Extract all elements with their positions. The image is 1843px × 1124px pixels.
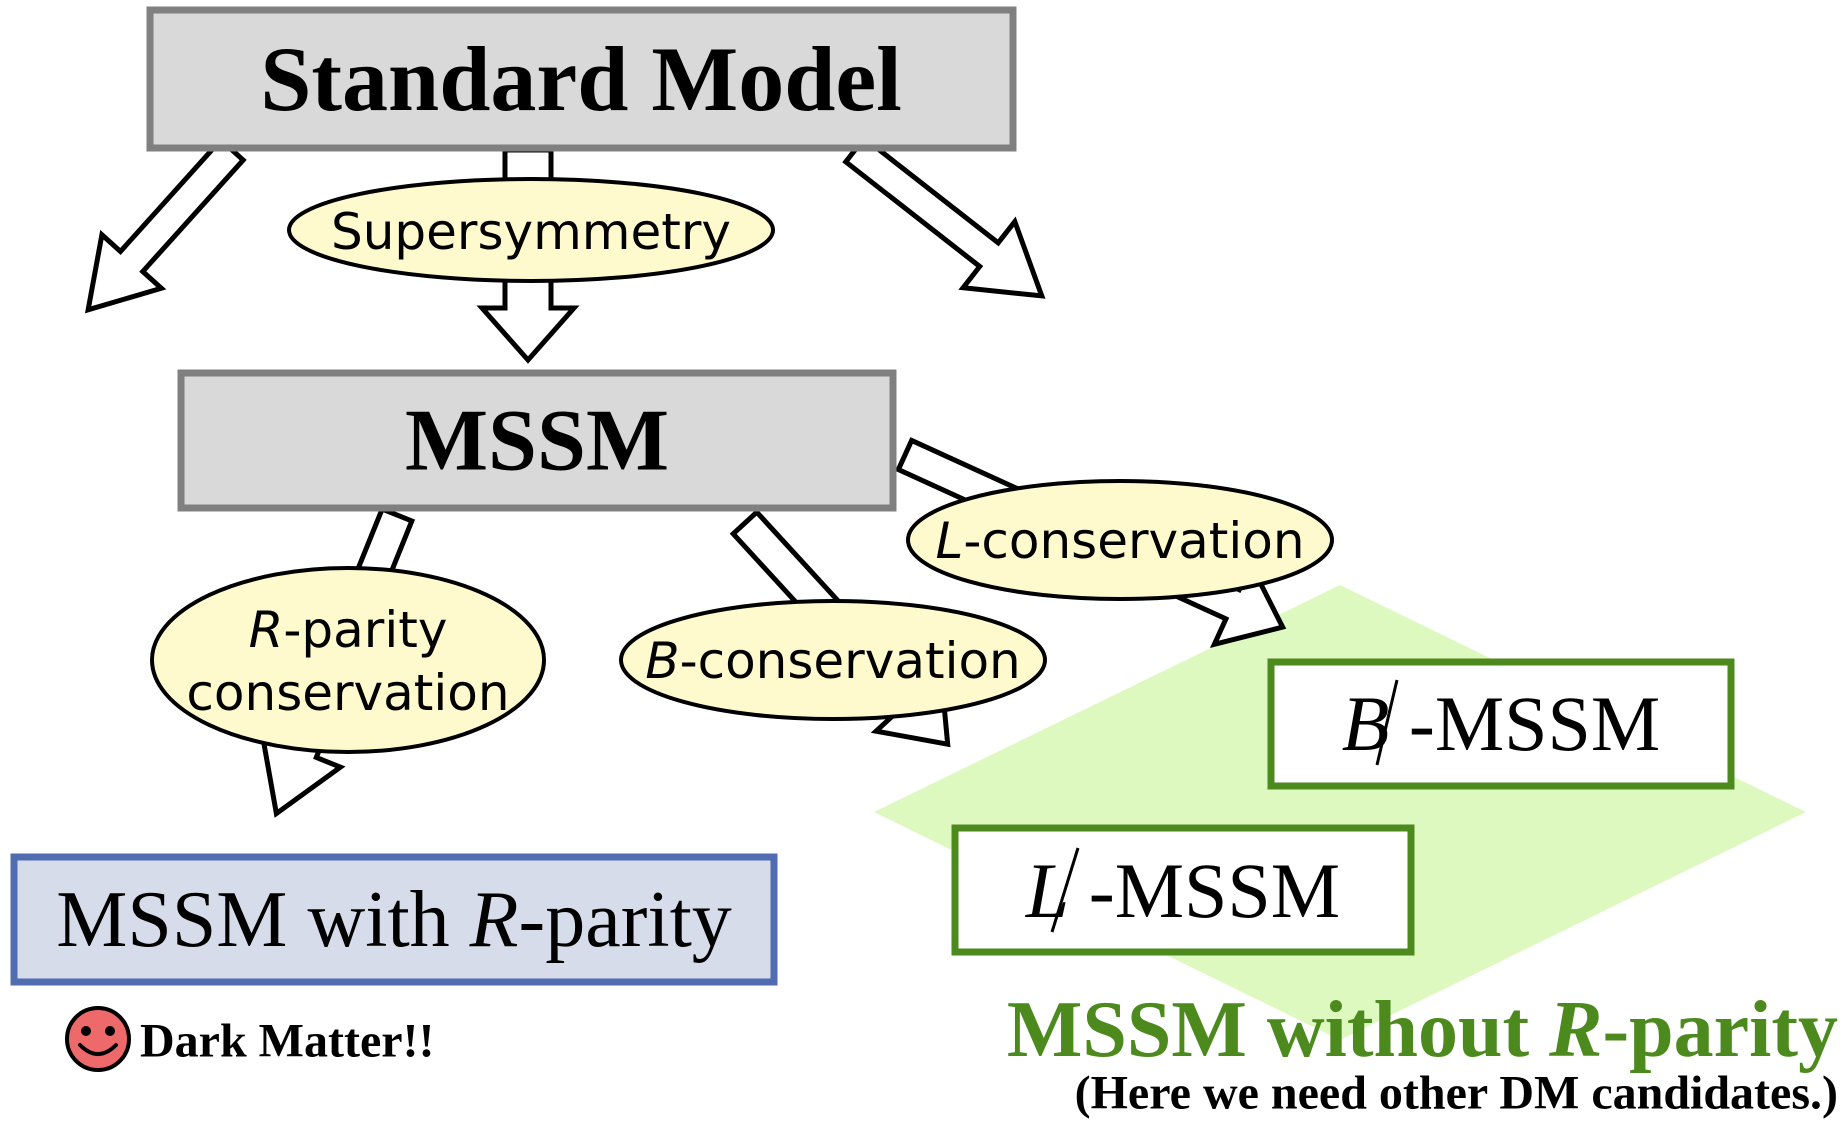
l-conservation-ellipse: L-conservation bbox=[906, 479, 1334, 601]
supersymmetry-ellipse: Supersymmetry bbox=[287, 177, 775, 283]
mssm-with-r-parity-node: MSSM with R-parity bbox=[10, 853, 778, 986]
l-mssm-suffix: -MSSM bbox=[1069, 847, 1340, 934]
mssm-without-r-parity-caption: MSSM without R-parity bbox=[1007, 986, 1838, 1074]
b-conservation-ellipse: B-conservation bbox=[619, 599, 1047, 721]
b-conservation-suffix: -conservation bbox=[680, 632, 1021, 690]
standard-model-node: Standard Model bbox=[146, 6, 1017, 152]
b-mssm-suffix: -MSSM bbox=[1389, 680, 1660, 767]
without-prefix: MSSM without bbox=[1007, 986, 1549, 1074]
r-parity-suffix: -parity bbox=[283, 601, 447, 659]
smiley-face-icon bbox=[65, 1006, 131, 1072]
standard-model-label: Standard Model bbox=[260, 28, 902, 130]
mssm-with-suffix: -parity bbox=[519, 876, 732, 964]
mssm-with-prefix: MSSM with bbox=[56, 876, 469, 964]
l-violating-mssm-label: L -MSSM bbox=[1025, 847, 1340, 934]
l-conservation-suffix: -conservation bbox=[963, 512, 1304, 570]
l-conservation-label: L-conservation bbox=[935, 512, 1304, 570]
supersymmetry-label: Supersymmetry bbox=[331, 203, 731, 261]
b-slashed-symbol: B bbox=[1342, 680, 1390, 767]
b-violating-mssm-label: B -MSSM bbox=[1342, 680, 1661, 767]
r-parity-label-line1: R-parity bbox=[249, 601, 448, 659]
arrow-sm-left bbox=[84, 136, 247, 314]
b-slash-mark bbox=[1375, 679, 1399, 766]
dm-candidates-note: (Here we need other DM candidates.) bbox=[1075, 1067, 1838, 1120]
l-violating-mssm-node: L -MSSM bbox=[951, 824, 1415, 956]
mssm-with-r-parity-label: MSSM with R-parity bbox=[56, 876, 732, 964]
mssm-with-r-symbol: R bbox=[469, 876, 519, 964]
r-symbol: R bbox=[249, 601, 284, 659]
b-conservation-label: B-conservation bbox=[645, 632, 1021, 690]
mssm-node: MSSM bbox=[177, 369, 897, 512]
r-parity-label-line2: conservation bbox=[186, 664, 509, 722]
r-parity-conservation-ellipse: R-parity conservation bbox=[150, 566, 546, 754]
mssm-label: MSSM bbox=[405, 393, 669, 490]
b-symbol: B bbox=[645, 632, 679, 690]
arrow-sm-right bbox=[842, 134, 1046, 299]
b-violating-mssm-node: B -MSSM bbox=[1267, 658, 1735, 790]
l-slashed-symbol: L bbox=[1025, 847, 1069, 934]
without-suffix: -parity bbox=[1602, 986, 1838, 1074]
l-symbol: L bbox=[935, 512, 963, 570]
dark-matter-text: Dark Matter!! bbox=[140, 1015, 435, 1068]
without-r-symbol: R bbox=[1548, 986, 1602, 1074]
l-slash-mark bbox=[1050, 847, 1080, 933]
